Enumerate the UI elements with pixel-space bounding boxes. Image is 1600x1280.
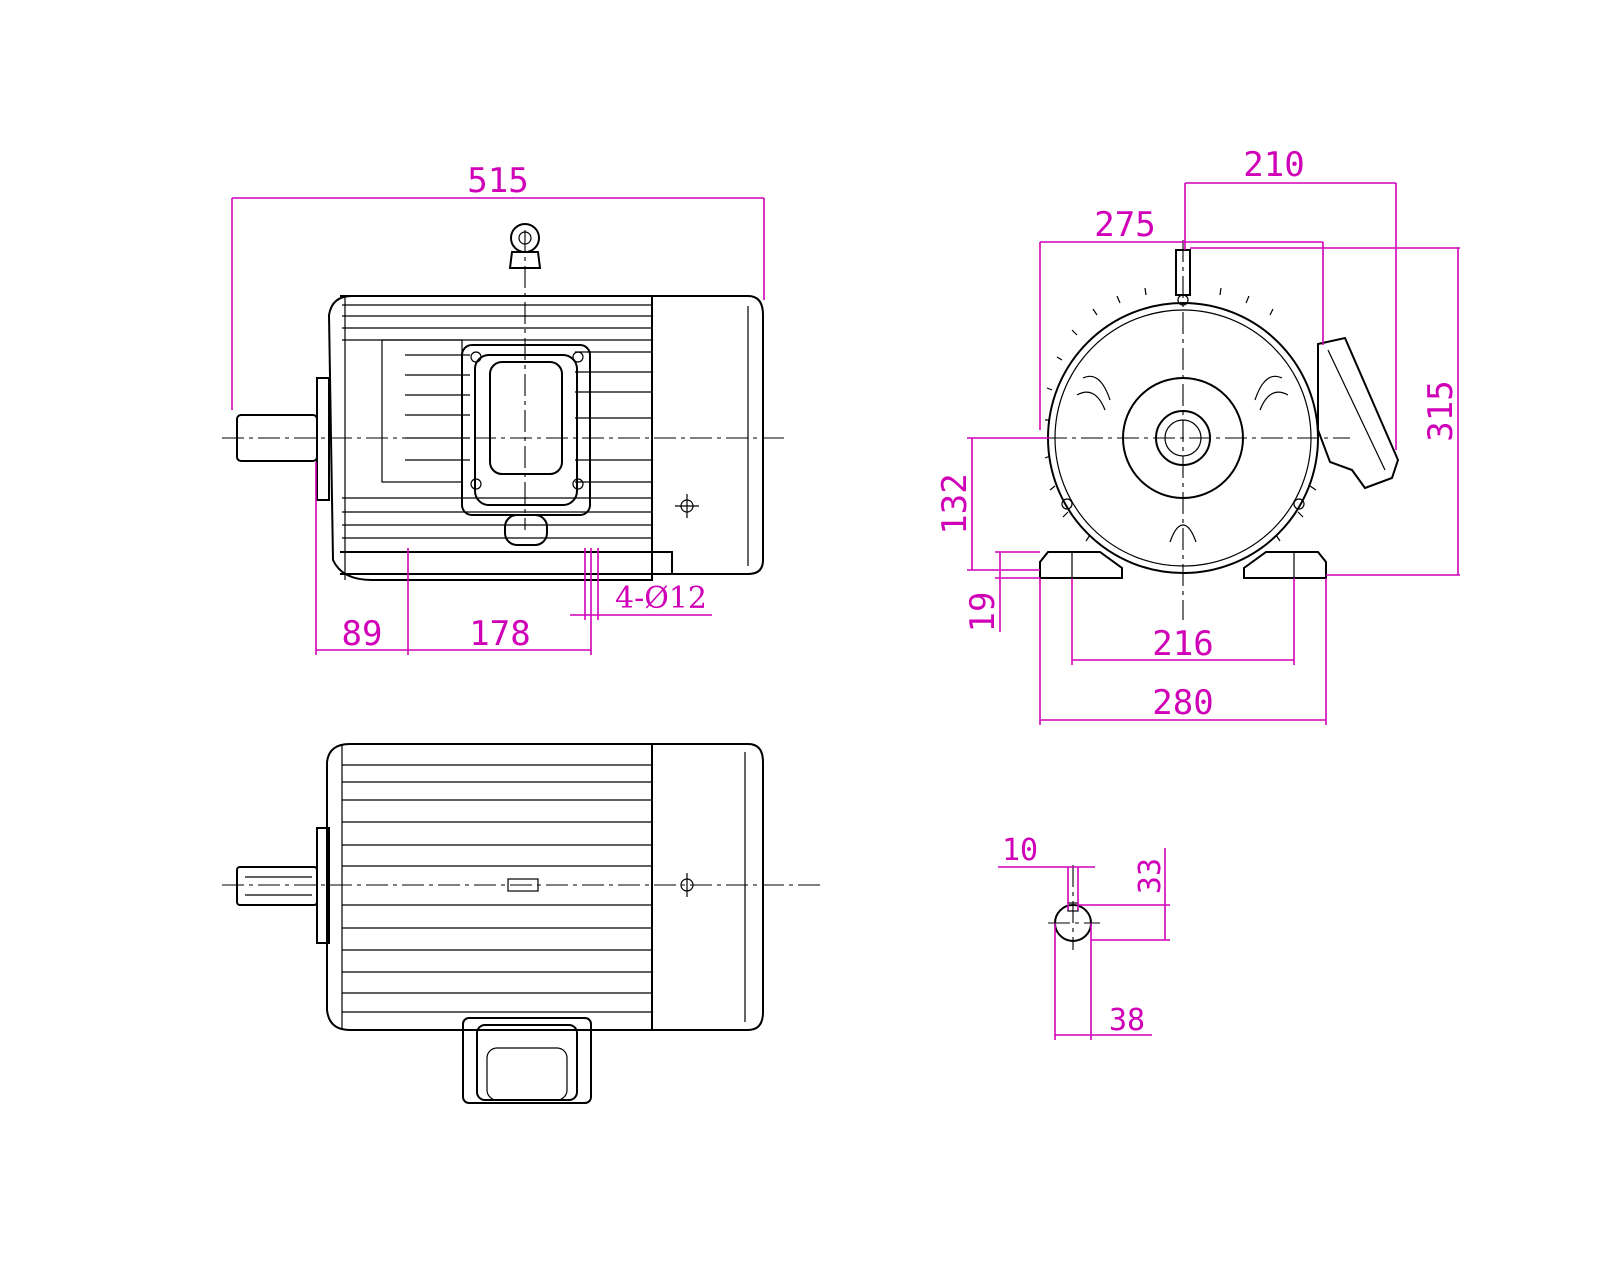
dim-foot-thickness: 19 <box>963 592 1003 633</box>
dim-foot-holes: 4-Ø12 <box>615 581 707 616</box>
dim-end-foot-hole-spacing: 216 <box>1152 624 1213 664</box>
shaft-detail: 10 33 38 <box>998 833 1170 1040</box>
dim-shaft-to-foot-hole: 89 <box>342 614 383 654</box>
front-view: 515 89 178 4-Ø12 <box>222 161 785 655</box>
dim-overall-height: 315 <box>1421 380 1461 441</box>
dim-terminal-box-offset: 210 <box>1243 145 1304 185</box>
dim-shaft-diameter: 38 <box>1109 1003 1145 1038</box>
end-view: 210 275 315 132 19 216 280 <box>935 145 1461 725</box>
dim-overall-width: 275 <box>1094 205 1155 245</box>
dim-shaft-center-height: 132 <box>935 473 975 534</box>
dim-key-height: 33 <box>1133 858 1168 894</box>
dim-foot-hole-spacing: 178 <box>469 614 530 654</box>
top-view <box>222 743 825 1104</box>
dim-overall-length: 515 <box>467 161 528 201</box>
dim-foot-width: 280 <box>1152 683 1213 723</box>
dim-key-width: 10 <box>1002 833 1038 868</box>
